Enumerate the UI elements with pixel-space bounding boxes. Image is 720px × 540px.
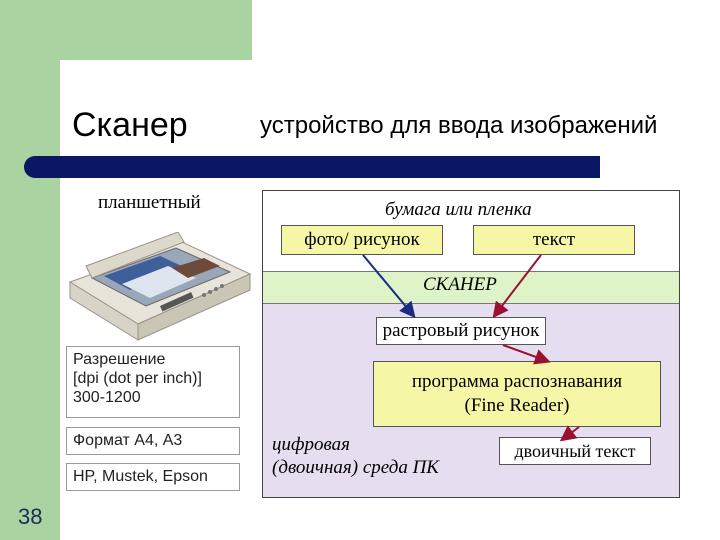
raster-image-box: растровый рисунок: [376, 317, 546, 345]
text-arrow: [492, 254, 542, 319]
scanner-type-label: планшетный: [98, 192, 201, 213]
top-accent-band: [0, 0, 252, 60]
digital-environment-label: цифровая (двоичная) среда ПК: [272, 434, 439, 478]
scanner-label: СКАНЕР: [423, 274, 497, 295]
text-box: текст: [473, 225, 635, 255]
title-rule: [24, 156, 600, 178]
scan-process-diagram: бумага или пленка фото/ рисунок текст СК…: [262, 190, 680, 498]
zone-divider: [263, 271, 679, 272]
photo-arrow: [362, 254, 416, 319]
resolution-box: Разрешение [dpi (dot per inch)] 300-1200: [66, 346, 240, 418]
format-box: Формат А4, А3: [66, 427, 240, 455]
scanner-zone: [263, 271, 679, 303]
photo-box: фото/ рисунок: [281, 225, 443, 255]
flow-arrows: [362, 254, 580, 442]
left-accent-band: [0, 0, 60, 540]
zone-divider: [263, 303, 679, 304]
raster-to-ocr-arrow: [502, 344, 551, 365]
ocr-program-box: программа распознавания (Fine Reader): [373, 361, 661, 427]
binary-text-box: двоичный текст: [499, 437, 651, 465]
slide-subtitle: устройство для ввода изображений: [260, 112, 658, 139]
corner-curve: [60, 60, 252, 120]
slide-title: Сканер: [72, 106, 188, 144]
paper-label: бумага или пленка: [385, 199, 532, 220]
flatbed-scanner-image: [68, 232, 252, 341]
slide-number: 38: [18, 504, 43, 529]
brands-box: HP, Mustek, Epson: [66, 463, 240, 491]
ocr-to-binary-arrow: [559, 425, 580, 442]
